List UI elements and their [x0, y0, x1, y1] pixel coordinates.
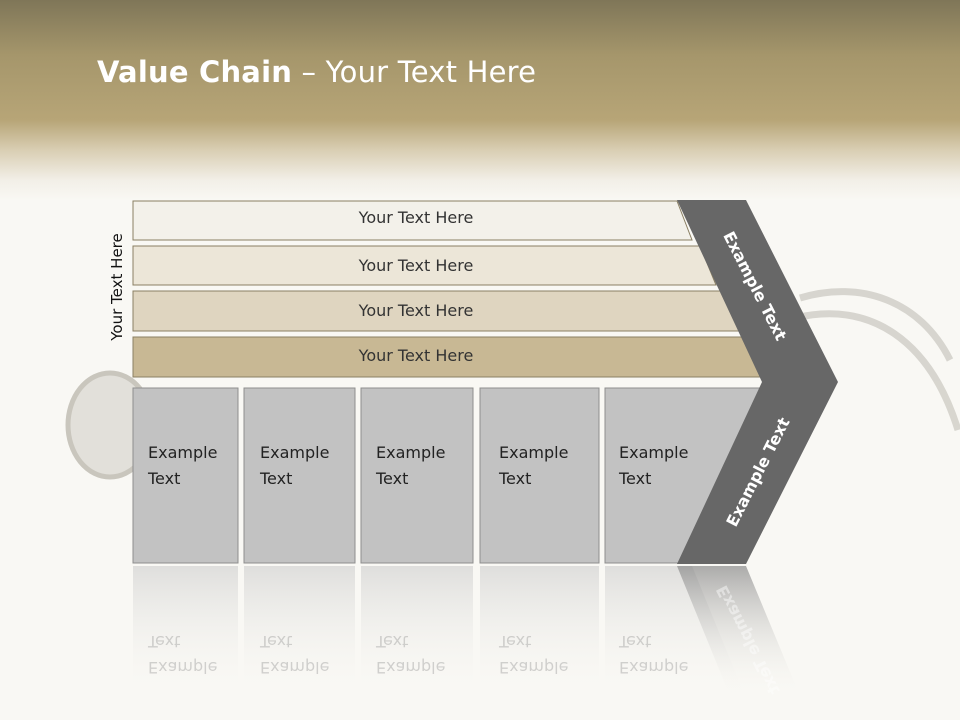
box-4-shape [479, 387, 600, 564]
bar-1-shape [132, 200, 693, 241]
header-band [0, 0, 960, 200]
box-3-label: Example Text [376, 443, 446, 488]
reflection [133, 566, 800, 696]
bar-2-shape [132, 245, 717, 286]
box-5-label: Example Text [619, 443, 689, 488]
box-4-label: Example Text [499, 443, 569, 488]
chevron-shape [677, 200, 838, 564]
bar-1-label: Your Text Here [358, 208, 474, 227]
side-label: Your Text Here [108, 233, 126, 341]
box-2-reflection: Example Text [260, 632, 330, 677]
box-2-shape [243, 387, 356, 564]
bar-4-label: Your Text Here [358, 346, 474, 365]
box-4-reflection: Example Text [499, 632, 569, 677]
bar-2-label: Your Text Here [358, 256, 474, 275]
title-bold: Value Chain [97, 55, 293, 89]
box-3-shape [360, 387, 474, 564]
box-3-reflection: Example Text [376, 632, 446, 677]
box-1-label: Example Text [148, 443, 218, 488]
background-decoration [794, 288, 960, 432]
box-1-reflection: Example Text [148, 632, 218, 677]
bar-3-label: Your Text Here [358, 301, 474, 320]
slide-title: Value Chain – Your Text Here [97, 55, 536, 89]
title-rest: – Your Text Here [292, 55, 537, 89]
box-2-label: Example Text [260, 443, 330, 488]
box-1-shape [132, 387, 239, 564]
box-5-reflection: Example Text [619, 632, 689, 677]
